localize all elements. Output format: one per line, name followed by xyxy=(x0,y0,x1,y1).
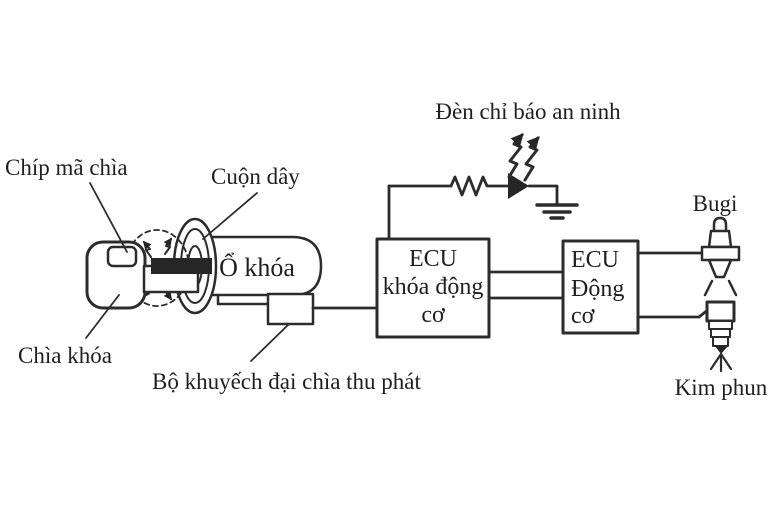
resistor-icon xyxy=(449,175,510,197)
ground-icon xyxy=(535,203,579,220)
label-pointers xyxy=(85,182,290,362)
ecu-engine-line3: cơ xyxy=(571,303,595,329)
spark-line xyxy=(703,279,714,297)
light-bolt-icon xyxy=(523,136,540,182)
wires xyxy=(311,184,711,319)
amplifier-label: Bộ khuyếch đại chìa thu phát xyxy=(152,369,422,394)
key xyxy=(85,240,212,310)
pointer-chip-label xyxy=(89,182,128,253)
injector-nozzle xyxy=(715,346,728,354)
wire-ecu2-to-injector xyxy=(636,307,711,319)
lock-label: Ổ khóa xyxy=(219,253,295,282)
security-lamp-label: Đèn chỉ báo an ninh xyxy=(435,99,621,124)
key-blade xyxy=(151,258,212,274)
spark-plug-insulator xyxy=(707,229,733,249)
coil-label: Cuộn dây xyxy=(211,164,300,189)
spark-plug-icon xyxy=(700,216,741,297)
spark-plug-label: Bugi xyxy=(693,191,738,216)
ecu-immobilizer-box: ECU khóa động cơ xyxy=(375,237,491,339)
injector-top xyxy=(705,300,736,323)
ecu-immobilizer-rect xyxy=(375,237,491,339)
amplifier-rect xyxy=(266,292,315,326)
spark-plug-band xyxy=(700,245,741,262)
key-label: Chìa khóa xyxy=(18,343,112,368)
wave-bolt-icon xyxy=(142,240,152,258)
ecu-engine-line1: ECU xyxy=(571,247,619,273)
key-chip-rect xyxy=(106,245,138,268)
ecu-engine-box: ECU Động cơ xyxy=(561,239,640,335)
injector-label: Kim phun xyxy=(675,375,768,400)
injector-rib xyxy=(708,320,733,330)
pointer-amplifier-label xyxy=(250,323,290,362)
spray-line xyxy=(719,352,733,371)
spark-plug-terminal xyxy=(712,216,728,231)
pointer-key-label xyxy=(85,294,120,339)
led-icon xyxy=(508,173,529,199)
spark-line xyxy=(727,279,738,297)
pointer-coil-label xyxy=(202,192,258,240)
ecu-immobilizer-line3: cơ xyxy=(421,302,445,328)
light-bolt-icon xyxy=(507,133,524,179)
spark-plug-tip xyxy=(707,258,733,279)
security-lamp-circuit xyxy=(449,133,579,220)
lock-cylinder-ledge xyxy=(216,293,270,306)
ecu-engine-rect xyxy=(561,239,640,335)
injector-icon xyxy=(705,300,736,373)
wave-bolt-icon xyxy=(163,237,172,255)
wire-led-to-ground xyxy=(527,184,559,207)
spray-line xyxy=(709,352,723,371)
injector-rib xyxy=(712,336,729,347)
injector-rib xyxy=(710,328,731,338)
chip-label: Chíp mã chìa xyxy=(5,155,128,180)
transponder-amplifier-box xyxy=(266,292,315,326)
ecu-engine-line2: Động xyxy=(571,276,624,302)
ecu-immobilizer-line2: khóa động xyxy=(383,274,484,300)
ecu-immobilizer-line1: ECU xyxy=(409,246,457,272)
